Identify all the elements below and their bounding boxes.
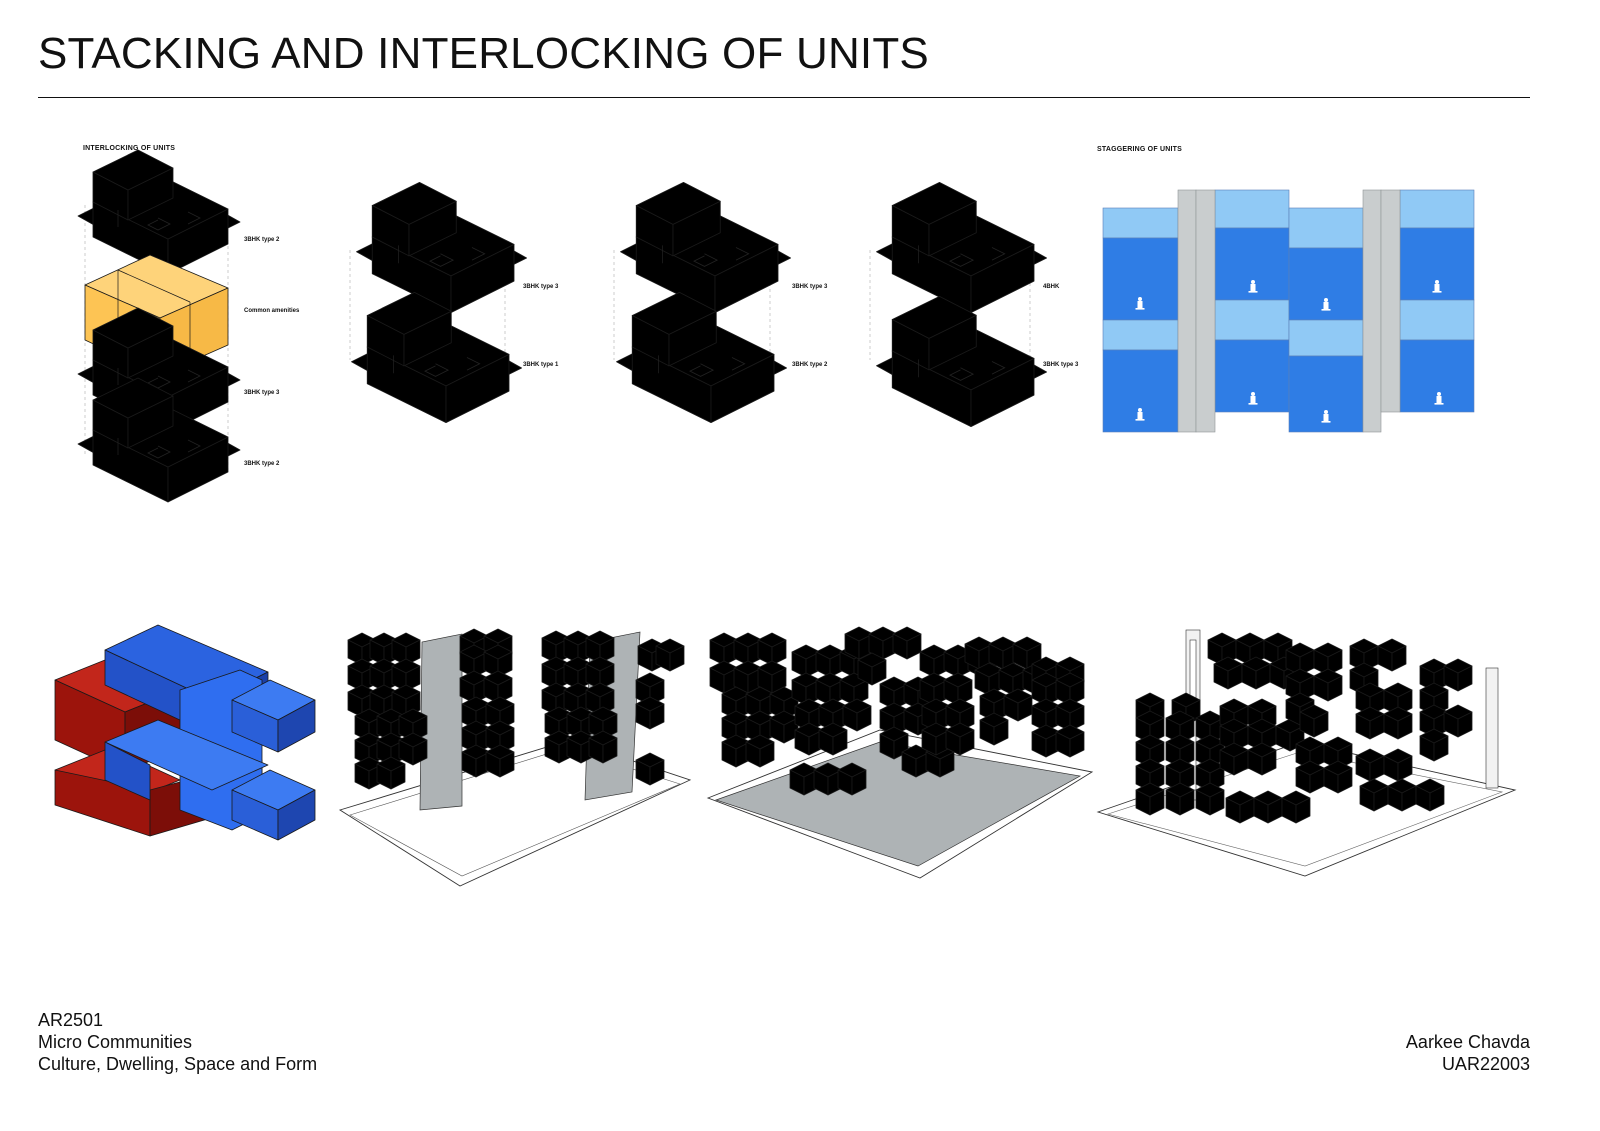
unit-label: 4BHK: [1043, 284, 1060, 290]
interlocking-massing-model: [54, 624, 316, 841]
colour-coded-massing: [1096, 629, 1517, 877]
unit-3bhk-type3: [876, 295, 1048, 428]
course-code: AR2501: [38, 1010, 104, 1030]
unit-4bhk: [876, 181, 1048, 314]
tower-massing-two-cores: [338, 628, 692, 887]
student-name: Aarkee Chavda: [1405, 1032, 1530, 1052]
interlocking-pair-4: [869, 181, 1048, 428]
student-info: Aarkee Chavda UAR22003: [1406, 1031, 1530, 1075]
course-info: AR2501 Micro Communities Culture, Dwelli…: [38, 1009, 317, 1075]
staggering-elevation: [1102, 189, 1475, 433]
interlocking-stack-1: [77, 149, 241, 503]
unit-3bhk-type1: [351, 291, 523, 424]
unit-3bhk-type3: [356, 181, 528, 314]
unit-label: 3BHK type 3: [523, 284, 559, 290]
unit-label: Common amenities: [244, 308, 300, 314]
student-roll: UAR22003: [1441, 1054, 1530, 1074]
staggering-label: STAGGERING OF UNITS: [1097, 146, 1182, 153]
unit-label: 3BHK type 3: [244, 390, 280, 396]
interlocking-label: INTERLOCKING OF UNITS: [83, 145, 176, 152]
unit-3bhk-type2-top: [77, 149, 241, 275]
unit-label: 3BHK type 3: [792, 284, 828, 290]
unit-3bhk-type2: [616, 291, 788, 424]
title-divider: [38, 97, 1530, 98]
unit-label: 3BHK type 2: [792, 362, 828, 368]
studio-name: Micro Communities: [38, 1032, 193, 1052]
unit-label: 3BHK type 2: [244, 237, 280, 243]
page-title: STACKING AND INTERLOCKING OF UNITS: [38, 29, 929, 78]
unit-label: 3BHK type 2: [244, 461, 280, 467]
unit-label: 3BHK type 3: [1043, 362, 1079, 368]
unit-label: 3BHK type 1: [523, 362, 559, 368]
interlocking-pair-2: [349, 181, 528, 424]
unit-3bhk-type3: [620, 181, 792, 314]
interlocking-pair-3: [613, 181, 792, 424]
long-block-massing: [706, 626, 1094, 879]
studio-theme: Culture, Dwelling, Space and Form: [38, 1054, 318, 1074]
